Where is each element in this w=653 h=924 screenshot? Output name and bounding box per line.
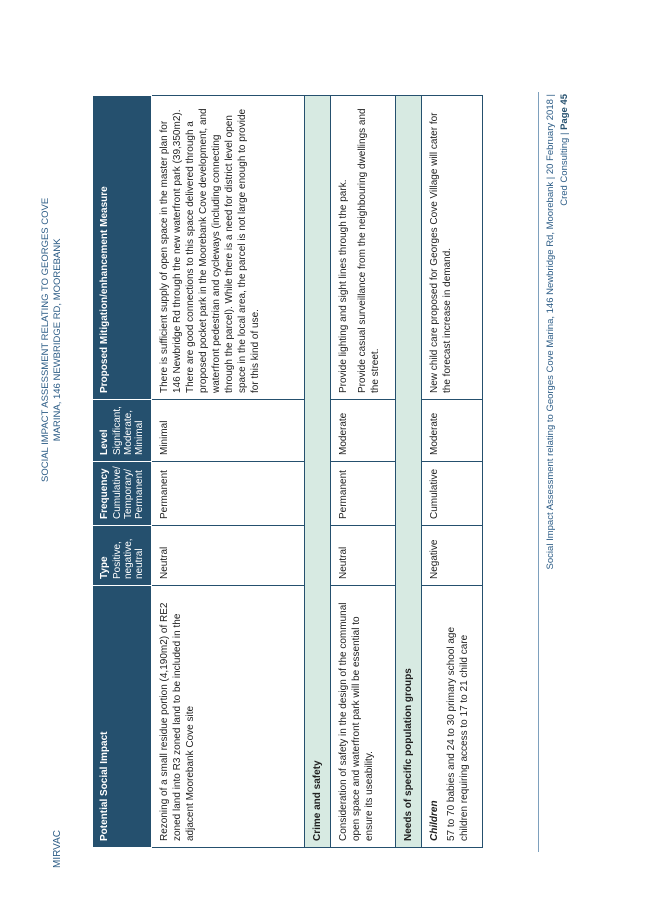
footer-divider	[538, 92, 539, 852]
level-cell: Moderate	[421, 399, 483, 462]
company-name: MIRVAC	[52, 830, 63, 868]
impact-cell: Consideration of safety in the design of…	[330, 585, 396, 848]
section-heading: Needs of specific population groups	[395, 95, 422, 848]
document-title-line-2: MARINA, 146 NEWBRIDGE RD, MOOREBANK	[52, 238, 63, 442]
type-cell: Neutral	[151, 525, 305, 586]
header-frequency-sub: Cumulative/ Temporary/ Permanent	[112, 466, 145, 519]
header-mitigation: Proposed Mitigation/enhancement Measure	[92, 95, 152, 400]
mitigation-cell: There is sufficient supply of open space…	[151, 95, 305, 400]
section-heading: Crime and safety	[304, 95, 331, 848]
section-row-crime-safety: Crime and safety	[304, 95, 331, 848]
population-group-label: Children	[429, 800, 440, 841]
mitigation-item: Provide lighting and sight lines through…	[338, 179, 349, 393]
footer-line-1: Social Impact Assessment relating to Geo…	[545, 94, 556, 570]
section-row-population-groups: Needs of specific population groups	[395, 95, 422, 848]
level-cell: Minimal	[151, 399, 305, 462]
impact-cell: Rezoning of a small residue portion (4,1…	[151, 585, 305, 848]
type-cell: Negative	[421, 525, 483, 586]
mitigation-cell: Provide lighting and sight lines through…	[330, 95, 396, 400]
header-level-sub: Significant, Moderate, Minimal	[112, 406, 145, 455]
frequency-cell: Permanent	[151, 461, 305, 526]
header-impact: Potential Social Impact	[92, 585, 152, 848]
document-title: SOCIAL IMPACT ASSESSMENT RELATING TO GEO…	[40, 198, 64, 482]
impact-text: 57 to 70 babies and 24 to 30 primary sch…	[446, 626, 470, 841]
page-number: Page 45	[559, 94, 570, 130]
impact-cell: Children 57 to 70 babies and 24 to 30 pr…	[421, 585, 483, 848]
header-type-sub: Positive, negative, neutral	[112, 538, 145, 579]
type-cell: Neutral	[330, 525, 396, 586]
document-title-line-1: SOCIAL IMPACT ASSESSMENT RELATING TO GEO…	[40, 197, 51, 482]
table-row: Rezoning of a small residue portion (4,1…	[151, 95, 305, 848]
footer-line-2: Cred Consulting | Page 45	[558, 94, 572, 854]
table-row: Children 57 to 70 babies and 24 to 30 pr…	[421, 95, 483, 848]
level-cell: Moderate	[330, 399, 396, 462]
table-row: Consideration of safety in the design of…	[330, 95, 396, 848]
footer-consultant: Cred Consulting |	[559, 129, 570, 206]
frequency-cell: Permanent	[330, 461, 396, 526]
mitigation-cell: New child care proposed for Georges Cove…	[421, 95, 483, 400]
mitigation-item: Provide casual surveillance from the nei…	[357, 108, 381, 393]
frequency-cell: Cumulative	[421, 461, 483, 526]
page-footer: Social Impact Assessment relating to Geo…	[544, 94, 572, 854]
